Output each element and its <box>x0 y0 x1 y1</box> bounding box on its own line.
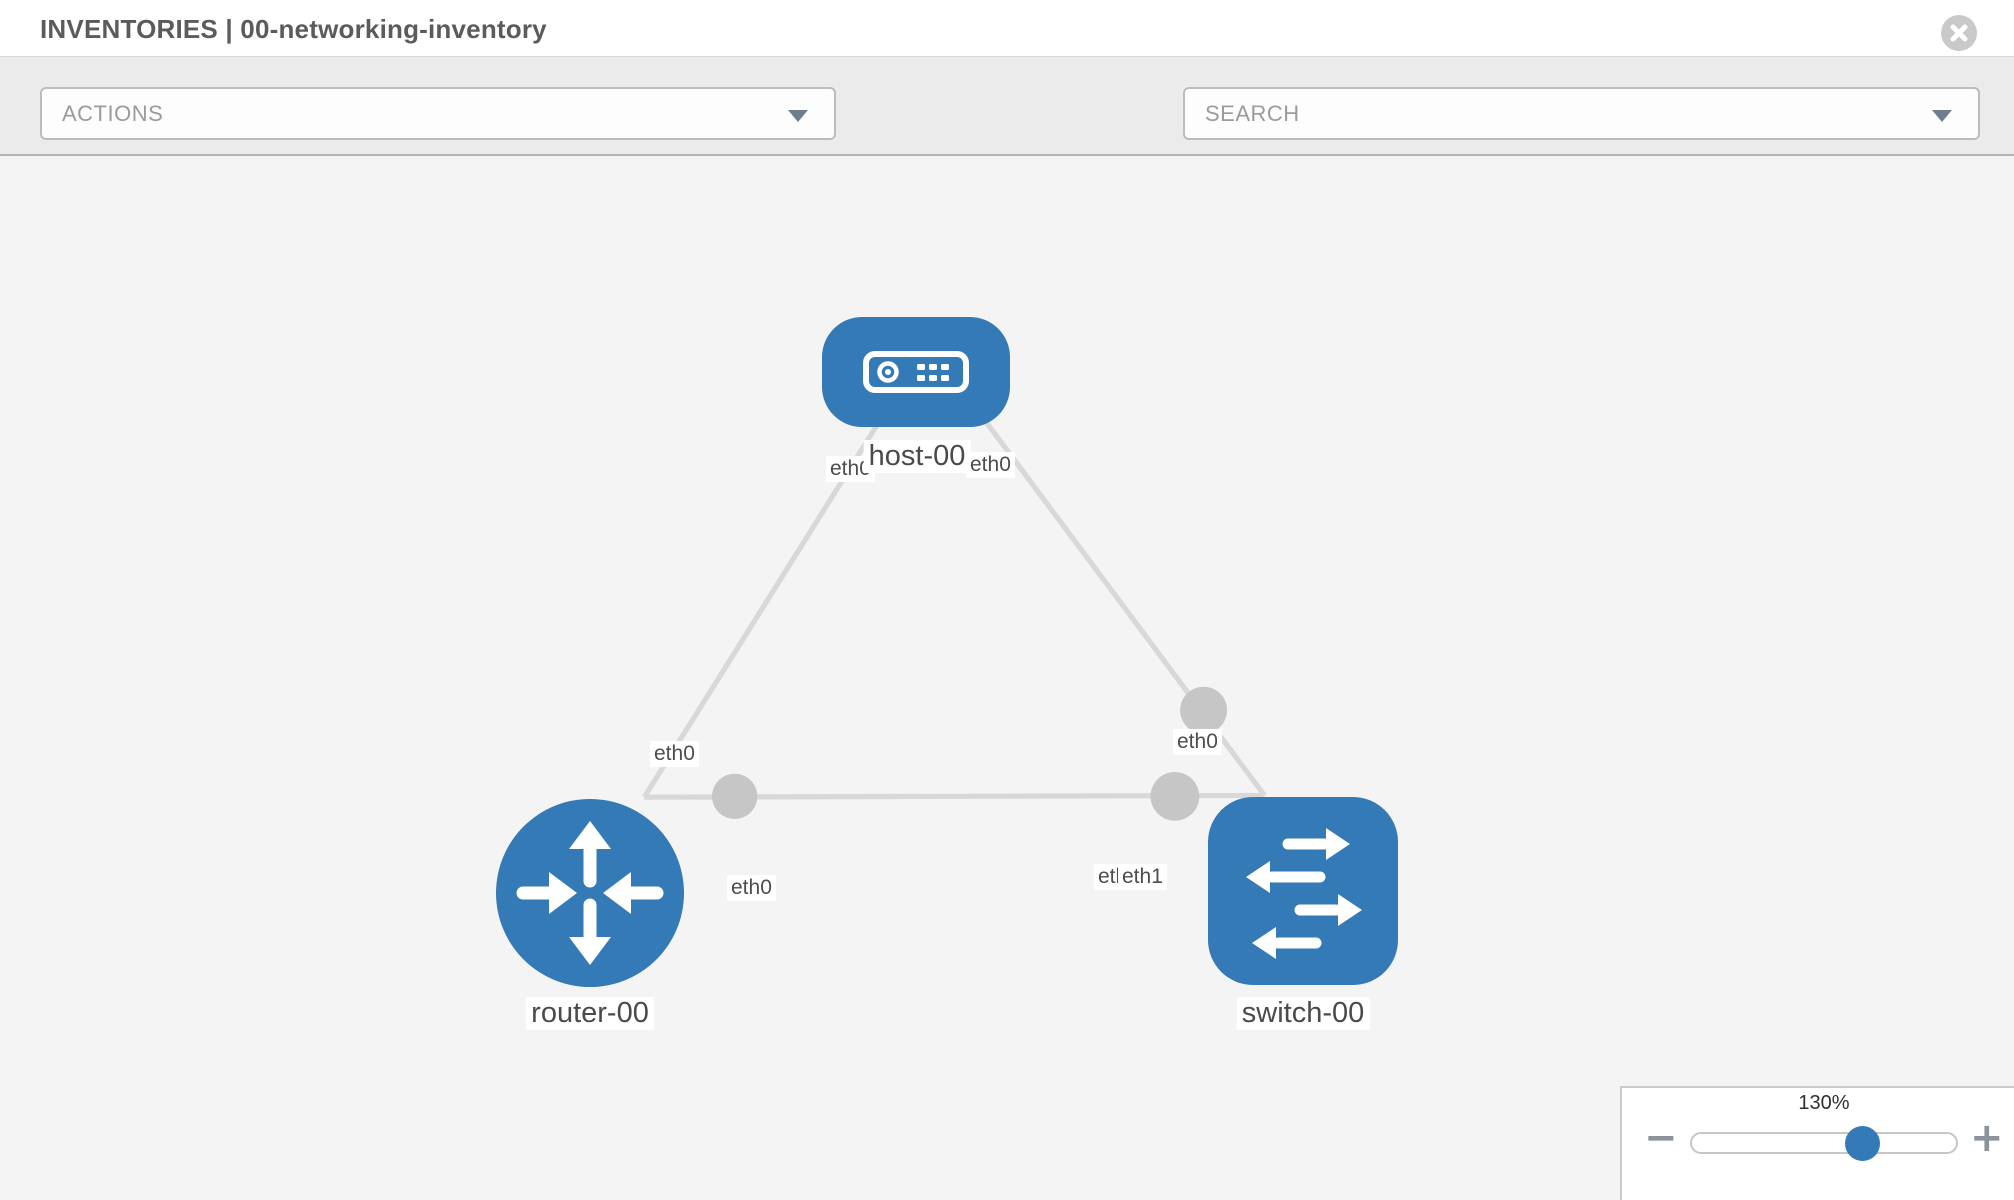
node-label-switch: switch-00 <box>1236 997 1370 1030</box>
node-host-00[interactable] <box>822 317 1010 427</box>
toolbar: ACTIONS SEARCH <box>0 57 2014 156</box>
interface-label: eth0 <box>1173 729 1222 755</box>
node-router-00[interactable] <box>496 799 684 987</box>
close-icon <box>1950 24 1968 42</box>
host-icon <box>863 351 969 393</box>
node-label-router: router-00 <box>526 997 654 1030</box>
interface-port[interactable] <box>1150 771 1200 821</box>
interface-label: eth0 <box>727 875 776 901</box>
header: INVENTORIES | 00-networking-inventory <box>0 0 2014 57</box>
zoom-slider-knob[interactable] <box>1845 1126 1880 1161</box>
node-label-host: host-00 <box>863 440 971 473</box>
search-dropdown-label: SEARCH <box>1205 100 1300 126</box>
interface-label: eth0 <box>650 741 699 767</box>
topology-canvas[interactable] <box>0 156 2014 1200</box>
page-title: INVENTORIES | 00-networking-inventory <box>40 14 547 44</box>
zoom-level: 130% <box>1798 1092 1850 1114</box>
interface-port[interactable] <box>1180 686 1228 734</box>
close-button[interactable] <box>1941 15 1977 51</box>
actions-dropdown-label: ACTIONS <box>62 100 164 126</box>
interface-label: eth0 <box>966 452 1015 478</box>
switch-icon <box>1246 828 1362 959</box>
router-icon <box>516 821 664 965</box>
actions-dropdown[interactable]: ACTIONS <box>40 87 836 140</box>
chevron-down-icon <box>788 110 808 122</box>
interface-label: eth1 <box>1118 864 1167 890</box>
search-dropdown[interactable]: SEARCH <box>1183 87 1980 140</box>
node-switch-00[interactable] <box>1208 797 1398 985</box>
zoom-out-button[interactable]: − <box>1644 1115 1678 1161</box>
interface-port[interactable] <box>712 773 758 819</box>
zoom-slider-track[interactable] <box>1690 1132 1958 1154</box>
chevron-down-icon <box>1932 110 1952 122</box>
zoom-in-button[interactable]: + <box>1970 1115 2004 1161</box>
